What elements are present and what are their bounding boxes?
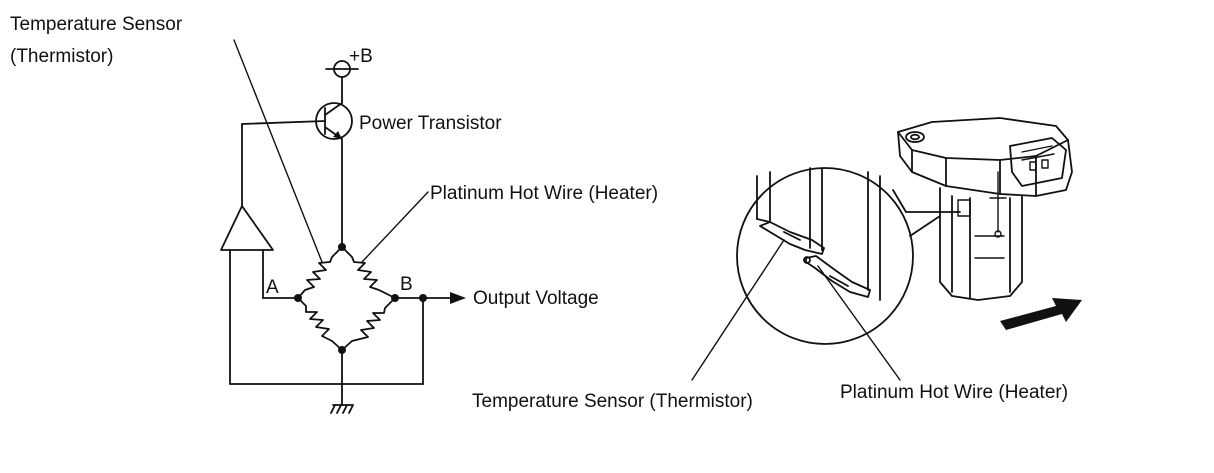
node-a-label: A xyxy=(266,277,279,298)
amplifier-symbol xyxy=(220,205,299,385)
temp-sensor-label-top-1: Temperature Sensor xyxy=(10,14,183,35)
power-transistor-symbol xyxy=(241,99,353,248)
sensor-housing xyxy=(897,117,1073,238)
output-voltage-label: Output Voltage xyxy=(473,288,599,309)
airflow-arrow xyxy=(1000,298,1082,330)
hot-wire-label-bottom: Platinum Hot Wire (Heater) xyxy=(840,382,1068,403)
supply-terminal-symbol xyxy=(325,60,359,101)
hot-wire-leader-line xyxy=(361,191,429,263)
node-b-label: B xyxy=(400,274,413,295)
power-transistor-label: Power Transistor xyxy=(359,113,502,134)
sensor-probe xyxy=(939,187,1023,301)
hot-wire-label-top: Platinum Hot Wire (Heater) xyxy=(430,183,658,204)
magnified-view-circle xyxy=(736,167,914,345)
bridge-circuit xyxy=(220,39,466,414)
ground-symbol xyxy=(330,404,354,414)
sensor-illustration xyxy=(691,117,1082,381)
output-wire xyxy=(394,292,466,385)
wheatstone-bridge xyxy=(294,243,399,354)
temp-sensor-label-top-2: (Thermistor) xyxy=(10,46,113,67)
thermistor-leader-line-bottom xyxy=(691,239,785,381)
callout-line-upper xyxy=(892,189,961,213)
thermistor-leader-line xyxy=(233,39,323,263)
temp-sensor-label-bottom: Temperature Sensor (Thermistor) xyxy=(472,391,753,412)
callout-line-lower xyxy=(909,215,941,237)
hot-wire-leader-line-bottom xyxy=(817,265,901,381)
supply-label: +B xyxy=(349,46,373,67)
